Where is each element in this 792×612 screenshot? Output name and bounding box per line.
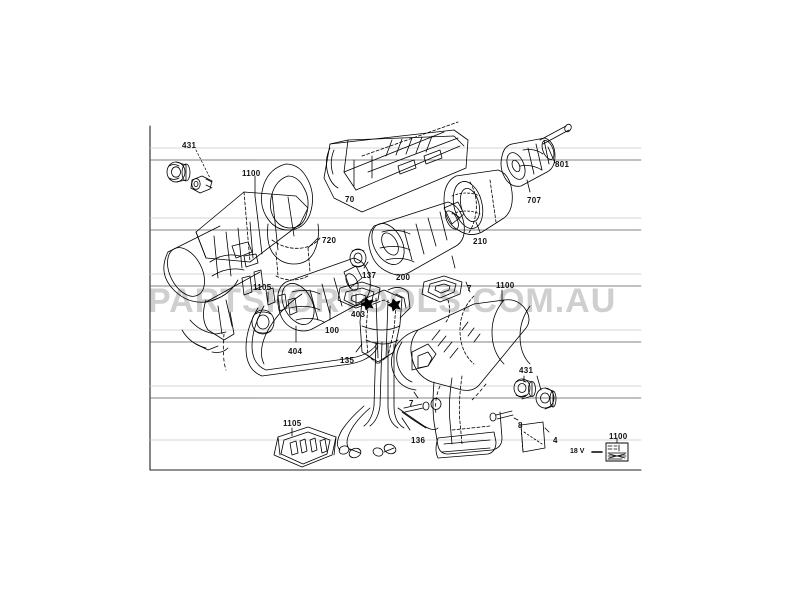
callout-707: 707 (527, 196, 542, 205)
part-137-washer (349, 248, 369, 269)
callout-210: 210 (473, 237, 488, 246)
part-135-housing-right (355, 287, 411, 365)
callout-7-upper: 7 (467, 284, 472, 293)
part-70-rail (323, 121, 469, 213)
callout-8: 8 (518, 421, 523, 430)
callout-4: 4 (553, 436, 558, 445)
part-100-wire-loop (245, 293, 379, 377)
part-7-connector (421, 275, 503, 323)
part-1100-housing-left (163, 175, 309, 371)
frame-border (149, 125, 642, 471)
part-707-pinion (500, 137, 556, 193)
part-431-bearings (513, 375, 557, 410)
part-210-chuck-cover (443, 169, 513, 235)
part-1105-switch-mid (267, 257, 371, 332)
callout-135: 135 (340, 356, 355, 365)
callout-1105-bottom: 1105 (283, 419, 302, 428)
callout-801: 801 (555, 160, 570, 169)
callout-403: 403 (351, 310, 366, 319)
part-431-top (166, 149, 213, 194)
callout-720: 720 (322, 236, 337, 245)
part-720-grip-cover (261, 163, 321, 281)
callout-1100-battery: 1100 (609, 432, 628, 441)
part-1100-battery-spec (591, 437, 629, 462)
drill-body-assembly (391, 295, 531, 459)
part-200-motor (368, 201, 465, 276)
part-403-contacts (337, 281, 381, 311)
callout-7-lower: 7 (409, 399, 414, 408)
part-136-harness (337, 341, 442, 459)
part-1105-switch-bottom (273, 426, 337, 468)
part-8-screw (489, 410, 519, 422)
callout-1100-mid: 1100 (496, 281, 515, 290)
callout-136: 136 (411, 436, 426, 445)
callout-1105-mid: 1105 (253, 283, 272, 292)
guide-rules (149, 147, 642, 441)
battery-voltage-label: 18 V (570, 448, 585, 455)
callout-431-top: 431 (182, 141, 197, 150)
part-4-label-plate (520, 421, 550, 453)
callout-100: 100 (325, 326, 340, 335)
callout-404: 404 (288, 347, 303, 356)
callout-137: 137 (362, 271, 377, 280)
callout-1100-left: 1100 (242, 169, 261, 178)
part-801-screw (539, 123, 572, 164)
part-404-cap (251, 309, 297, 343)
callout-200: 200 (396, 273, 411, 282)
callout-70: 70 (345, 195, 355, 204)
callout-431-lower: 431 (519, 366, 534, 375)
